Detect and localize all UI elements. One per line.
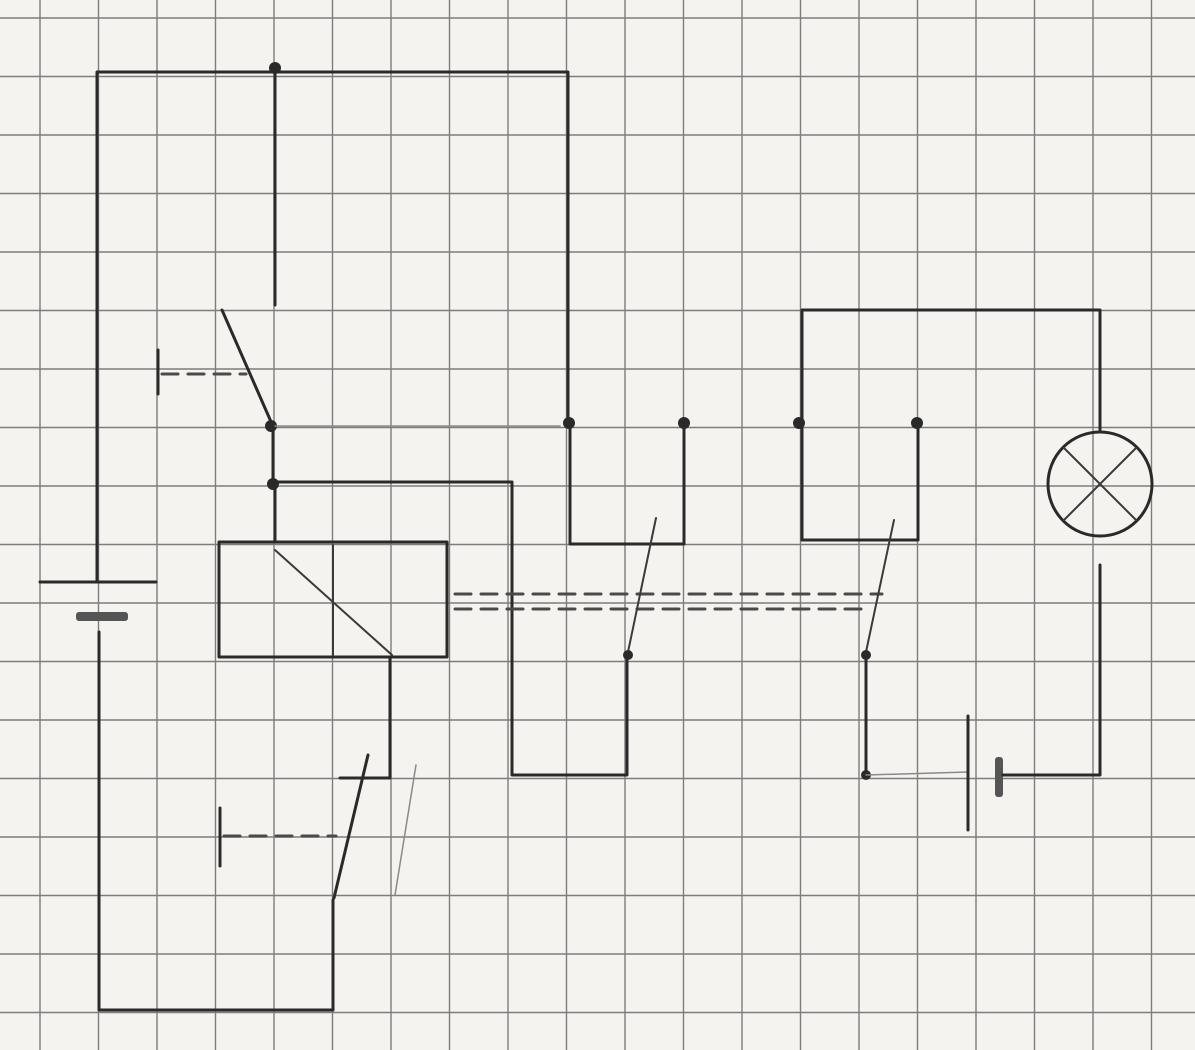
junction-dot [269,62,281,74]
battery-left-short-plate [76,612,128,621]
contact-terminal [563,417,575,429]
push-switch-top [156,308,277,432]
relay-coil [217,540,449,659]
lamp [1046,430,1154,538]
contact-right-wire [800,308,1102,432]
relay-coupling [453,592,884,611]
wire-faint-coil [394,764,417,896]
relay-coil-box [217,540,449,659]
contact-pivot [623,650,633,660]
push-switch-bottom [218,753,370,900]
relay-contact-right-lever [865,519,895,653]
contact-right-stub [800,423,920,542]
wire-faint-right [865,771,969,776]
battery-right-short-plate [995,757,1003,797]
wire-coil-bottom [338,656,392,780]
left-circuit [38,62,629,1012]
contact-terminal [911,417,923,429]
push-switch-top-lever [220,308,274,426]
contact-left-wire [568,423,686,546]
relay-contacts [563,308,1102,780]
junction-dot [267,478,279,490]
push-switch-bottom-lever [332,753,370,900]
contact-terminal [678,417,690,429]
wire-relay-feed [271,480,629,777]
battery-right [865,563,1102,832]
wire-bottom-left [97,630,335,1012]
relay-contact-left-lever [627,517,657,653]
wire-top-left [95,70,570,582]
lamp-circle [1046,430,1154,538]
battery-left [38,580,158,621]
wire-battery-to-lamp [1001,563,1102,777]
lamp-cross-line [1063,447,1137,521]
